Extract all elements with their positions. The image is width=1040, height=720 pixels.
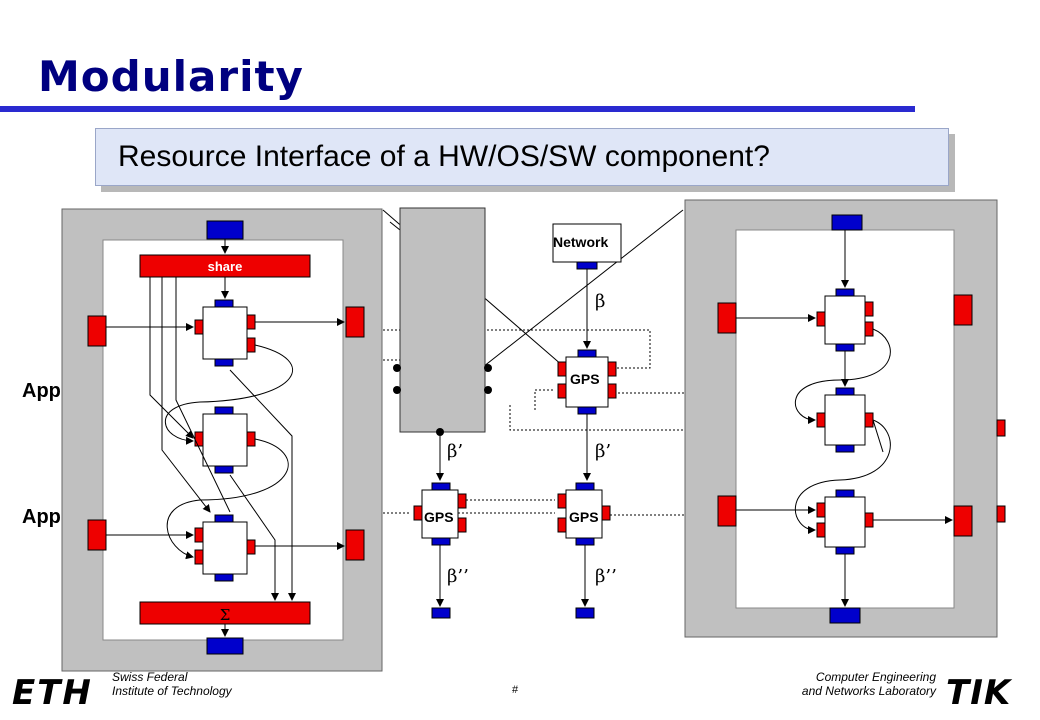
right-node-3 [816, 489, 874, 555]
left-top-port [206, 220, 244, 240]
sum-label: Σ [220, 606, 231, 624]
slide-title: Modularity [38, 52, 304, 101]
left-node-2 [194, 406, 256, 474]
beta-prime-right: β’ [595, 441, 611, 462]
gps-label-bottom-right: GPS [569, 509, 599, 525]
callout-box: Resource Interface of a HW/OS/SW compone… [95, 128, 949, 186]
left-node-1 [194, 299, 256, 367]
output-port-right [575, 607, 595, 619]
footer-left-line1: Swiss Federal [112, 670, 188, 684]
gps-label-bottom-left: GPS [424, 509, 454, 525]
footer-right-line2: and Networks Laboratory [801, 684, 936, 698]
output-port-left [431, 607, 451, 619]
eth-logo: ETH [12, 673, 93, 713]
tik-logo: TIK [946, 673, 1013, 713]
svg-text:ETH: ETH [12, 673, 93, 713]
footer-right: Computer Engineering and Networks Labora… [802, 670, 936, 698]
left-bottom-port [206, 637, 244, 655]
footer-left-line2: Institute of Technology [112, 684, 232, 698]
beta-label: β [595, 291, 605, 312]
network-label: Network [553, 234, 608, 250]
svg-text:TIK: TIK [946, 673, 1013, 713]
app-label-2: App [22, 506, 61, 528]
share-label: share [208, 259, 243, 274]
gps-node-bottom-right [557, 482, 611, 546]
app-label-1: App [22, 380, 61, 402]
middle-os-block [393, 207, 492, 436]
left-node-3 [194, 514, 256, 582]
right-node-1 [816, 288, 874, 352]
gps-node-top [557, 349, 617, 415]
gps-node-bottom-left [413, 482, 467, 546]
title-underline [0, 106, 915, 112]
page-number: # [512, 684, 519, 696]
beta-double-left: β’’ [447, 566, 469, 587]
beta-prime-left: β’ [447, 441, 463, 462]
footer-right-line1: Computer Engineering [815, 670, 936, 684]
gps-label-top: GPS [570, 371, 600, 387]
right-component [684, 199, 1006, 638]
beta-double-right: β’’ [595, 566, 617, 587]
dotted-lines [383, 329, 685, 516]
left-component [61, 208, 383, 672]
right-node-2 [816, 387, 874, 453]
footer-left: Swiss Federal Institute of Technology [112, 670, 232, 698]
network-block [552, 223, 622, 349]
